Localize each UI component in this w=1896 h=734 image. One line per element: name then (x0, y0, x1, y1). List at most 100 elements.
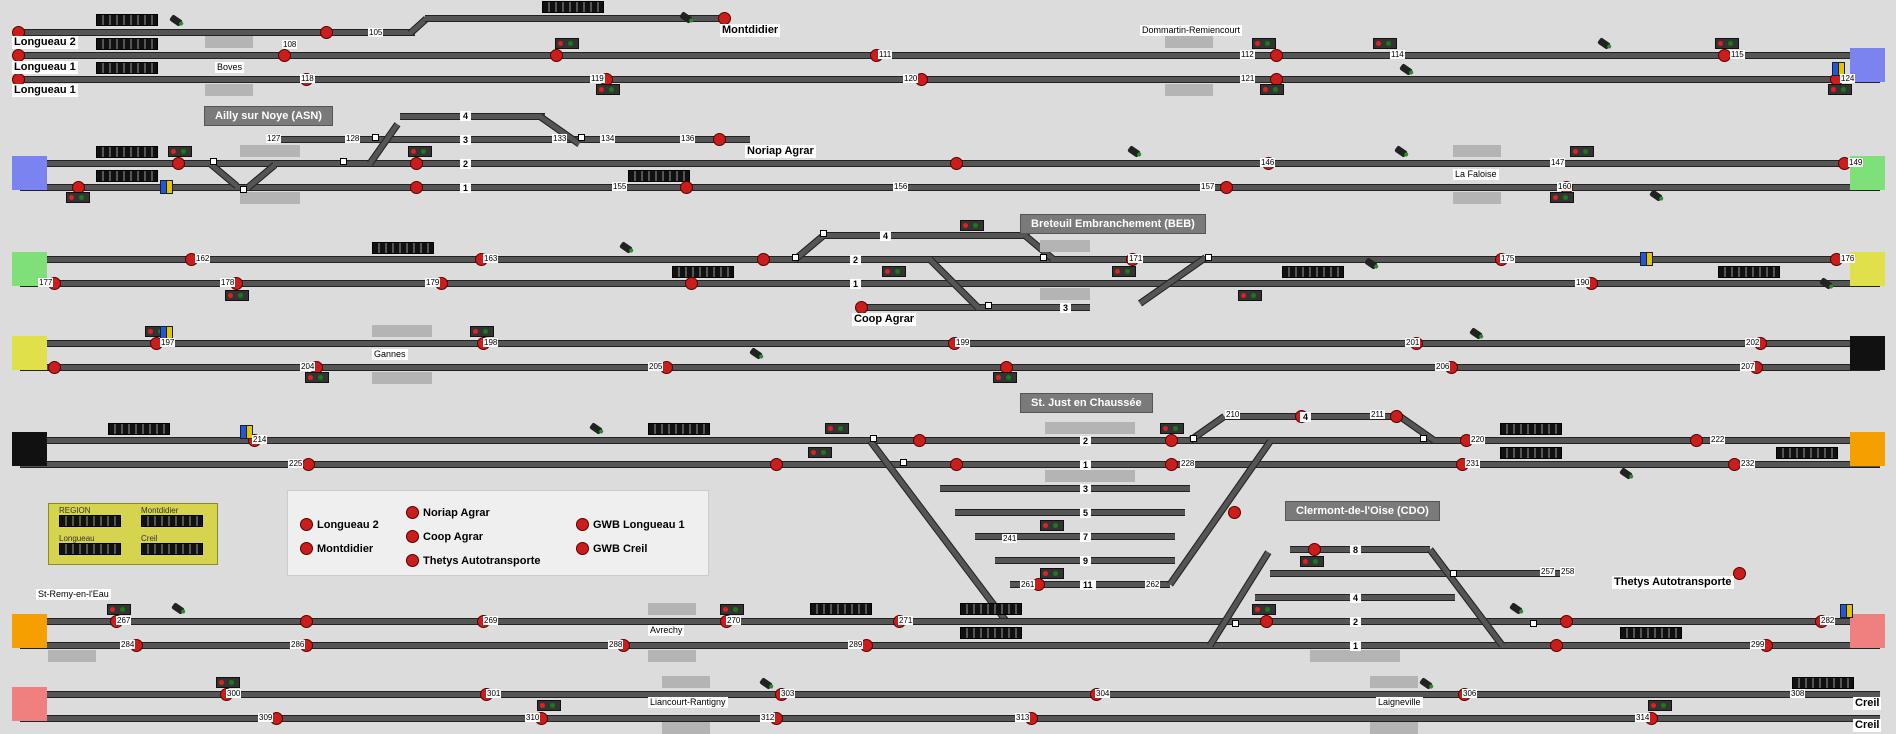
signal-head[interactable] (993, 372, 1017, 383)
route-arrow-icon[interactable] (1509, 602, 1523, 615)
signal-head[interactable] (1715, 38, 1739, 49)
route-arrow-icon[interactable] (169, 14, 183, 27)
signal-head[interactable] (168, 146, 192, 157)
route-arrow-icon[interactable] (619, 241, 633, 254)
exit-region-orange[interactable] (1850, 432, 1885, 466)
train-describer[interactable] (1500, 423, 1562, 435)
signal-head[interactable] (1648, 700, 1672, 711)
signal[interactable] (320, 26, 333, 39)
exit-region-blue[interactable] (12, 156, 47, 190)
signal-head[interactable] (470, 326, 494, 337)
signal[interactable] (1550, 639, 1563, 652)
train-describer[interactable] (96, 38, 158, 50)
train-describer[interactable] (960, 627, 1022, 639)
train-describer[interactable] (1792, 677, 1854, 689)
train-describer[interactable] (960, 603, 1022, 615)
signal[interactable] (172, 157, 185, 170)
signal[interactable] (1220, 181, 1233, 194)
legend-item-noriap[interactable]: Noriap Agrar (406, 506, 490, 519)
legend-item-coop[interactable]: Coop Agrar (406, 530, 483, 543)
signal[interactable] (950, 157, 963, 170)
switch-point[interactable] (985, 302, 992, 309)
signal-head[interactable] (1040, 520, 1064, 531)
signal[interactable] (913, 434, 926, 447)
signal[interactable] (1270, 49, 1283, 62)
switch-point[interactable] (578, 134, 585, 141)
switch-point[interactable] (900, 459, 907, 466)
train-describer[interactable] (1718, 266, 1780, 278)
signal-head[interactable] (107, 604, 131, 615)
switch-point[interactable] (870, 435, 877, 442)
signal-head[interactable] (1828, 84, 1852, 95)
signal[interactable] (1308, 543, 1321, 556)
signal-head[interactable] (1252, 38, 1276, 49)
signal-head[interactable] (825, 423, 849, 434)
signal-head[interactable] (1252, 604, 1276, 615)
signal-head[interactable] (1160, 423, 1184, 434)
signal[interactable] (302, 458, 315, 471)
signal[interactable] (1260, 615, 1273, 628)
signal-head[interactable] (1238, 290, 1262, 301)
train-describer[interactable] (108, 423, 170, 435)
signal[interactable] (1228, 506, 1241, 519)
train-describer[interactable] (1776, 447, 1838, 459)
switch-point[interactable] (792, 254, 799, 261)
exit-region-orange[interactable] (12, 614, 47, 648)
signal[interactable] (1690, 434, 1703, 447)
signal[interactable] (713, 133, 726, 146)
signal-head[interactable] (1040, 568, 1064, 579)
signal[interactable] (1390, 410, 1403, 423)
legend-item-longueau2[interactable]: Longueau 2 (300, 518, 379, 531)
route-arrow-icon[interactable] (1394, 145, 1408, 158)
switch-point[interactable] (1190, 435, 1197, 442)
route-arrow-icon[interactable] (1127, 145, 1141, 158)
signal-head[interactable] (216, 677, 240, 688)
train-describer[interactable] (96, 146, 158, 158)
switch-point[interactable] (210, 158, 217, 165)
signal-head[interactable] (305, 372, 329, 383)
signal-head[interactable] (1550, 192, 1574, 203)
signal-head[interactable] (555, 38, 579, 49)
switch-point[interactable] (1040, 254, 1047, 261)
legend-item-thetys[interactable]: Thetys Autotransporte (406, 554, 541, 567)
exit-region-pink[interactable] (12, 687, 47, 721)
train-describer[interactable] (672, 266, 734, 278)
signal-head[interactable] (720, 604, 744, 615)
exit-region-pink[interactable] (1850, 614, 1885, 648)
switch-point[interactable] (1450, 570, 1457, 577)
exit-region-blue[interactable] (1850, 48, 1885, 82)
legend-item-gwb-creil[interactable]: GWB Creil (576, 542, 647, 555)
legend-item-montdidier[interactable]: Montdidier (300, 542, 373, 555)
route-arrow-icon[interactable] (1619, 467, 1633, 480)
route-arrow-icon[interactable] (589, 422, 603, 435)
route-arrow-icon[interactable] (749, 347, 763, 360)
signal-head[interactable] (408, 146, 432, 157)
signal[interactable] (550, 49, 563, 62)
signal-head[interactable] (1373, 38, 1397, 49)
signal-head[interactable] (808, 447, 832, 458)
train-describer[interactable] (96, 14, 158, 26)
signal-head[interactable] (960, 220, 984, 231)
signal[interactable] (300, 615, 313, 628)
switch-point[interactable] (1232, 620, 1239, 627)
signal[interactable] (410, 157, 423, 170)
switch-point[interactable] (1420, 435, 1427, 442)
signal-head[interactable] (1112, 266, 1136, 277)
train-describer[interactable] (96, 62, 158, 74)
signal-head[interactable] (66, 192, 90, 203)
switch-point[interactable] (820, 230, 827, 237)
train-describer[interactable] (1282, 266, 1344, 278)
signal[interactable] (685, 277, 698, 290)
signal[interactable] (410, 181, 423, 194)
switch-point[interactable] (240, 186, 247, 193)
signal[interactable] (1165, 458, 1178, 471)
exit-region-yellow[interactable] (12, 336, 47, 370)
train-describer[interactable] (648, 423, 710, 435)
signal[interactable] (950, 458, 963, 471)
signal-head[interactable] (537, 700, 561, 711)
signal[interactable] (757, 253, 770, 266)
train-describer[interactable] (542, 1, 604, 13)
signal-head[interactable] (882, 266, 906, 277)
signal[interactable] (1165, 434, 1178, 447)
exit-region-yellow[interactable] (1850, 252, 1885, 286)
